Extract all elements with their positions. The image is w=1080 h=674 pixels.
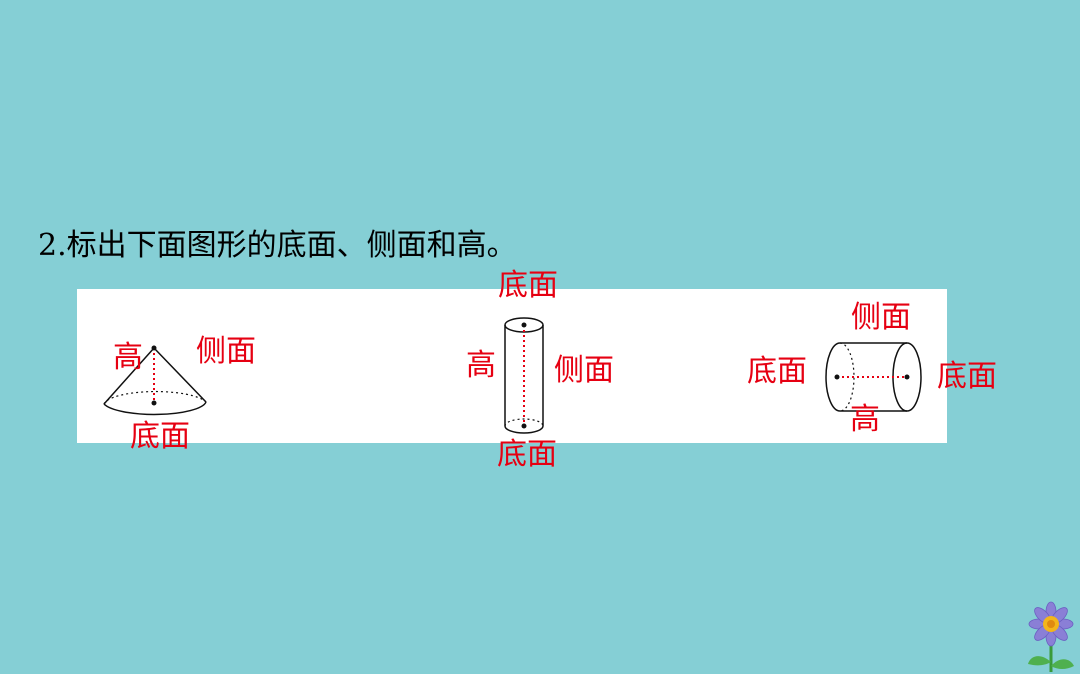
question-text: 2.标出下面图形的底面、侧面和高。 bbox=[38, 228, 517, 263]
vertical-cylinder-top-label: 底面 bbox=[498, 268, 558, 303]
vertical-cylinder-bottom-label: 底面 bbox=[497, 437, 557, 472]
vertical-cylinder-height-label: 高 bbox=[466, 348, 496, 383]
flower-icon bbox=[1028, 601, 1074, 672]
horizontal-cylinder-left-label: 底面 bbox=[747, 354, 807, 389]
horizontal-cylinder-height-label: 高 bbox=[850, 402, 880, 437]
cone-base-label: 底面 bbox=[130, 419, 190, 454]
vertical-cylinder-figure bbox=[504, 317, 544, 434]
horizontal-cylinder-figure bbox=[825, 342, 922, 412]
horizontal-cylinder-right-label: 底面 bbox=[937, 359, 997, 394]
horizontal-cylinder-side-label: 侧面 bbox=[851, 300, 911, 335]
cone-figure bbox=[103, 345, 207, 416]
figure-panel bbox=[77, 289, 947, 443]
cone-side-label: 侧面 bbox=[196, 334, 256, 369]
vertical-cylinder-side-label: 侧面 bbox=[554, 353, 614, 388]
cone-height-label: 高 bbox=[113, 340, 143, 375]
